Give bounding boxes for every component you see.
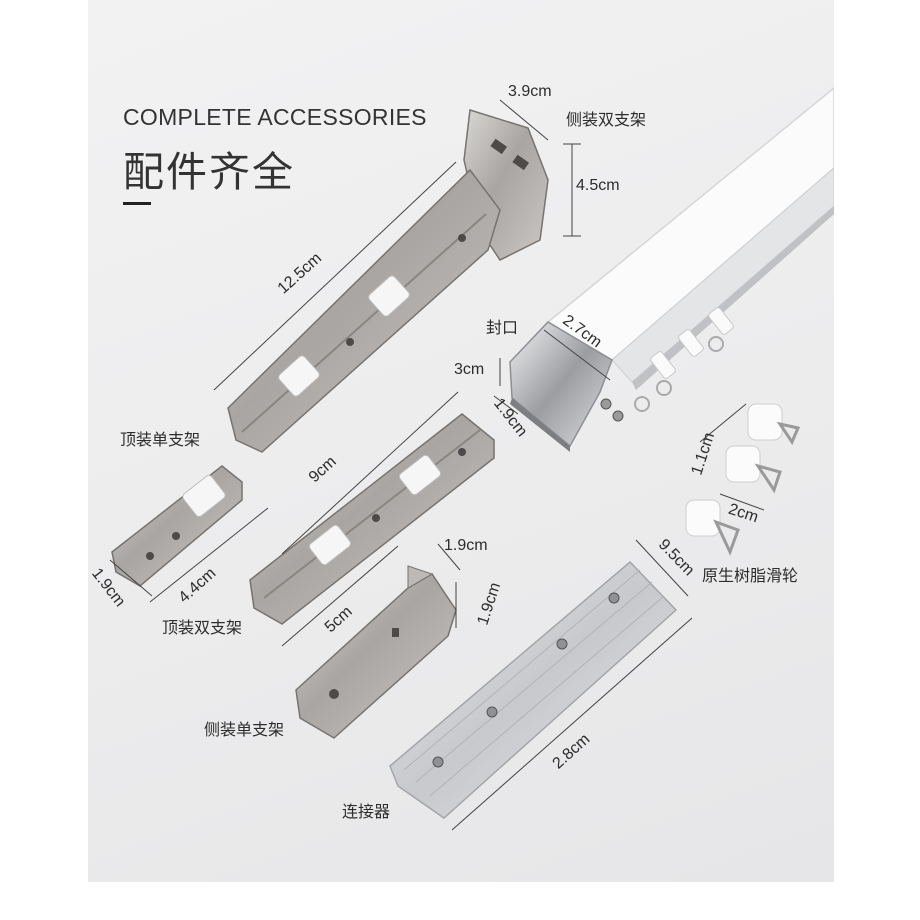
resin-pulleys <box>685 403 801 556</box>
dimension-lines <box>109 99 765 831</box>
heading-english: COMPLETE ACCESSORIES <box>123 104 427 130</box>
dim-side-double-height: 4.5cm <box>576 177 620 194</box>
label-connector: 连接器 <box>342 802 391 821</box>
dim-end-cap-height: 3cm <box>454 361 485 378</box>
product-photo-panel: COMPLETE ACCESSORIES 配件齐全 侧装双支架 封口 顶装单支架… <box>88 0 834 882</box>
side-double-bracket <box>227 109 549 453</box>
end-cap <box>509 321 624 452</box>
heading-chinese: 配件齐全 <box>123 148 295 196</box>
label-resin-pulley: 原生树脂滑轮 <box>702 566 799 585</box>
accessories-illustration <box>109 87 834 831</box>
top-single-bracket <box>111 465 243 587</box>
track-runners <box>634 307 734 412</box>
label-side-single-bracket: 侧装单支架 <box>204 720 285 739</box>
heading-rule <box>123 202 151 205</box>
dim-side-single-depth-a: 1.9cm <box>444 537 488 554</box>
label-top-double-bracket: 顶装双支架 <box>162 618 243 637</box>
label-top-single-bracket: 顶装单支架 <box>120 430 201 449</box>
label-side-double-bracket: 侧装双支架 <box>566 110 647 129</box>
connector <box>389 560 678 819</box>
label-end-cap: 封口 <box>486 318 519 337</box>
side-single-bracket <box>295 565 457 739</box>
dim-side-double-width: 3.9cm <box>508 83 552 100</box>
top-double-bracket <box>249 413 495 625</box>
